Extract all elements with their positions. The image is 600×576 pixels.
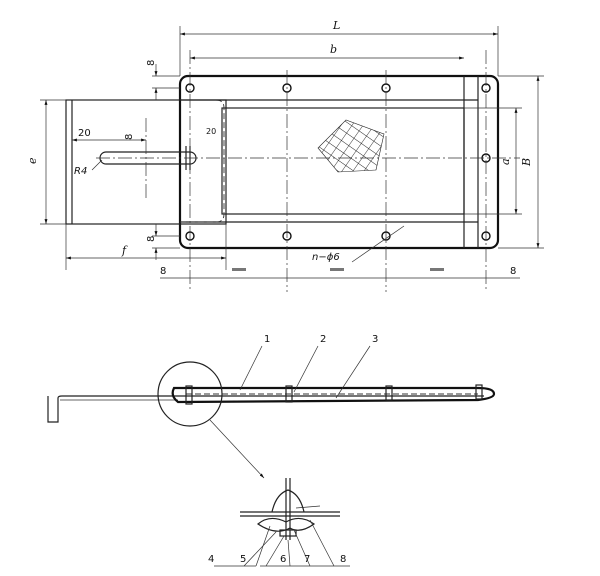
callout-4: 4	[208, 554, 214, 565]
detail-view: 4 5 6 7 8	[208, 478, 350, 567]
dim-8-bottom-left-label: 8	[160, 266, 166, 277]
mesh-patch	[317, 119, 385, 173]
callout-7: 7	[304, 554, 310, 565]
callout-3: 3	[372, 334, 378, 345]
detail-arrow	[209, 419, 265, 479]
top-view: L b a B e f 20 20 8 8 8 8 8	[26, 19, 544, 292]
dim-a-label: a	[499, 158, 512, 165]
hole-spec-label: n−ϕ6	[312, 252, 340, 263]
dim-8-slot-label: 8	[124, 134, 135, 140]
wing-nut	[256, 517, 316, 532]
callout-1: 1	[264, 334, 270, 345]
side-view: 1 2 3	[47, 334, 496, 479]
callout-6: 6	[280, 554, 286, 565]
dim-20-small-label: 20	[206, 127, 216, 136]
callout-8: 8	[340, 554, 346, 565]
dim-B-label: B	[520, 158, 533, 167]
dim-e-label: e	[26, 157, 39, 164]
dim-8-bottom-right-label: 8	[510, 266, 516, 277]
tongue-plate	[65, 99, 227, 225]
frame-outline	[178, 74, 500, 250]
rivet-head	[271, 489, 305, 513]
callout-5: 5	[240, 554, 246, 565]
dim-b-label: b	[330, 43, 337, 56]
dim-L-label: L	[332, 19, 340, 32]
dim-20-label: 20	[78, 128, 91, 139]
dim-8-top-label: 8	[146, 60, 157, 66]
side-plate	[171, 386, 496, 404]
callout-2: 2	[320, 334, 326, 345]
dim-8-left-label: 8	[146, 236, 157, 242]
dim-f-label: f	[121, 244, 128, 257]
detail-circle	[157, 361, 223, 427]
bent-tongue	[47, 395, 178, 423]
dim-R4-label: R4	[74, 166, 87, 177]
